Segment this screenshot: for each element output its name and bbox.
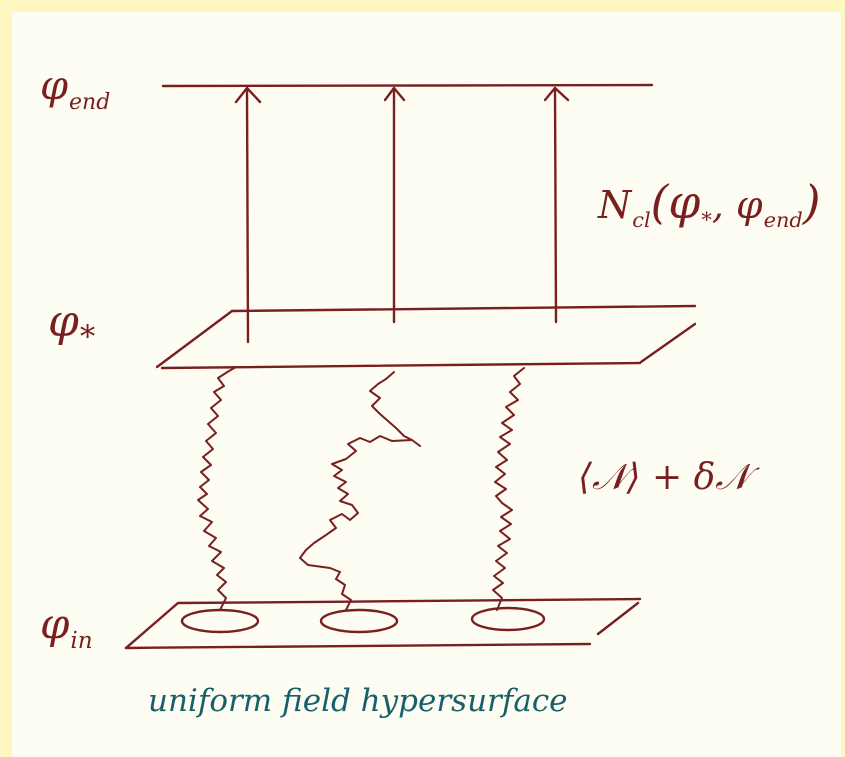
arrow-left-head (234, 86, 262, 104)
phi-end-subscript: end (69, 89, 111, 115)
n-cl-args-mid: , φ (711, 183, 763, 227)
n-cl-args-open: (φ (650, 176, 701, 229)
arrow-right-head (543, 86, 570, 102)
phi-in-symbol: φ (40, 599, 70, 648)
n-classical-label: Ncl(φ*, φend) (598, 180, 821, 231)
n-cl-sub: cl (632, 208, 651, 233)
phi-star-surface (155, 304, 697, 370)
wiggle-right (492, 367, 525, 611)
n-cl-args-sub1: * (701, 208, 712, 233)
n-cl-main: N (598, 183, 632, 227)
n-stochastic-text: ⟨𝒩⟩ + δ𝒩 (578, 457, 750, 498)
n-cl-args-close: ) (802, 176, 821, 229)
initial-patches (180, 606, 546, 634)
phi-star-subscript: * (79, 318, 96, 355)
phi-star-label: φ* (48, 300, 95, 353)
classical-trajectory-arrows (234, 86, 570, 344)
phi-in-surface (124, 597, 642, 650)
arrow-left (245, 86, 250, 344)
wiggle-left (197, 366, 237, 611)
wiggle-middle (299, 371, 421, 611)
phi-end-label: φend (40, 63, 110, 113)
n-stochastic-label: ⟨𝒩⟩ + δ𝒩 (578, 460, 750, 496)
phi-end-symbol: φ (40, 63, 69, 109)
phi-in-label: φin (40, 603, 93, 653)
phi-in-subscript: in (70, 628, 93, 655)
caption-text: uniform field hypersurface (148, 683, 568, 719)
uniform-field-hypersurface-caption: uniform field hypersurface (148, 686, 568, 717)
stochastic-paths (197, 366, 525, 611)
arrow-middle-head (383, 86, 406, 102)
arrow-right (553, 86, 558, 324)
phi-star-symbol: φ (48, 296, 79, 347)
phi-end-line (161, 83, 654, 88)
n-cl-args-sub2: end (763, 208, 803, 233)
